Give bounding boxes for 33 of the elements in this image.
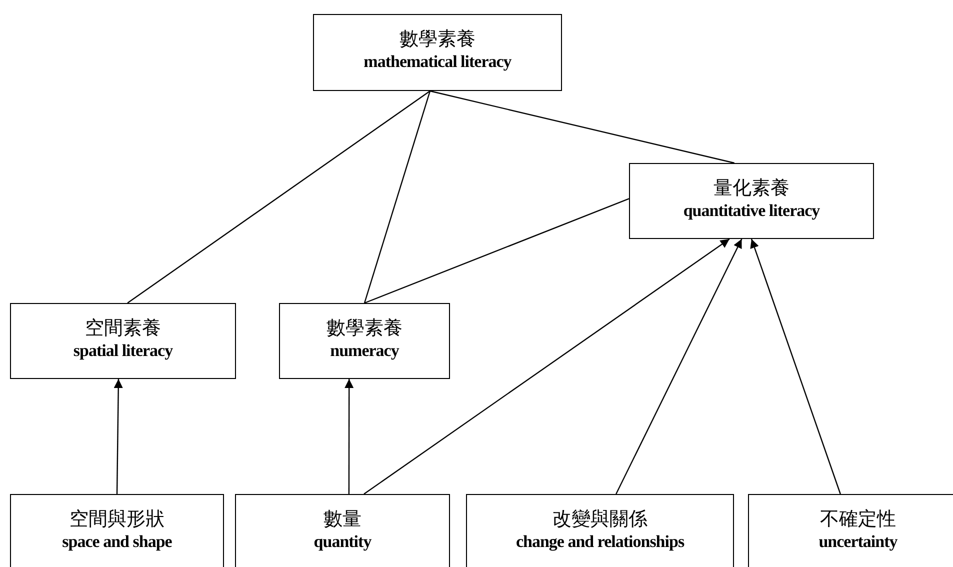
chinese-label: 空間與形狀 — [70, 507, 164, 531]
concept-box — [10, 303, 236, 379]
arrow — [750, 238, 841, 494]
arrow — [344, 379, 354, 494]
concept-box — [10, 494, 224, 567]
chinese-label: 數學素養 — [400, 27, 476, 51]
chinese-label: 數量 — [324, 507, 362, 531]
arrow — [114, 379, 123, 494]
english-label: spatial literacy — [73, 340, 173, 362]
english-label: quantitative literacy — [683, 200, 820, 222]
concept-box — [279, 303, 450, 379]
english-label: change and relationships — [516, 531, 684, 553]
concept-box — [313, 14, 562, 91]
chinese-label: 空間素養 — [85, 316, 161, 340]
arrow — [616, 238, 742, 494]
english-label: uncertainty — [818, 531, 898, 553]
arrow — [364, 238, 730, 494]
chinese-label: 量化素養 — [714, 176, 790, 200]
chinese-label: 數學素養 — [326, 316, 402, 340]
english-label: numeracy — [330, 340, 399, 362]
concept-box — [629, 163, 874, 239]
chinese-label: 不確定性 — [820, 507, 896, 531]
connector-line — [364, 198, 630, 304]
concept-box — [748, 494, 953, 567]
connector-line — [127, 90, 430, 304]
connector-line — [364, 90, 431, 304]
concept-box — [235, 494, 450, 567]
connector-line — [430, 90, 734, 164]
english-label: space and shape — [62, 531, 172, 553]
chinese-label: 改變與關係 — [552, 507, 648, 531]
concept-box — [466, 494, 734, 567]
english-label: quantity — [314, 531, 372, 553]
english-label: mathematical literacy — [364, 51, 512, 73]
